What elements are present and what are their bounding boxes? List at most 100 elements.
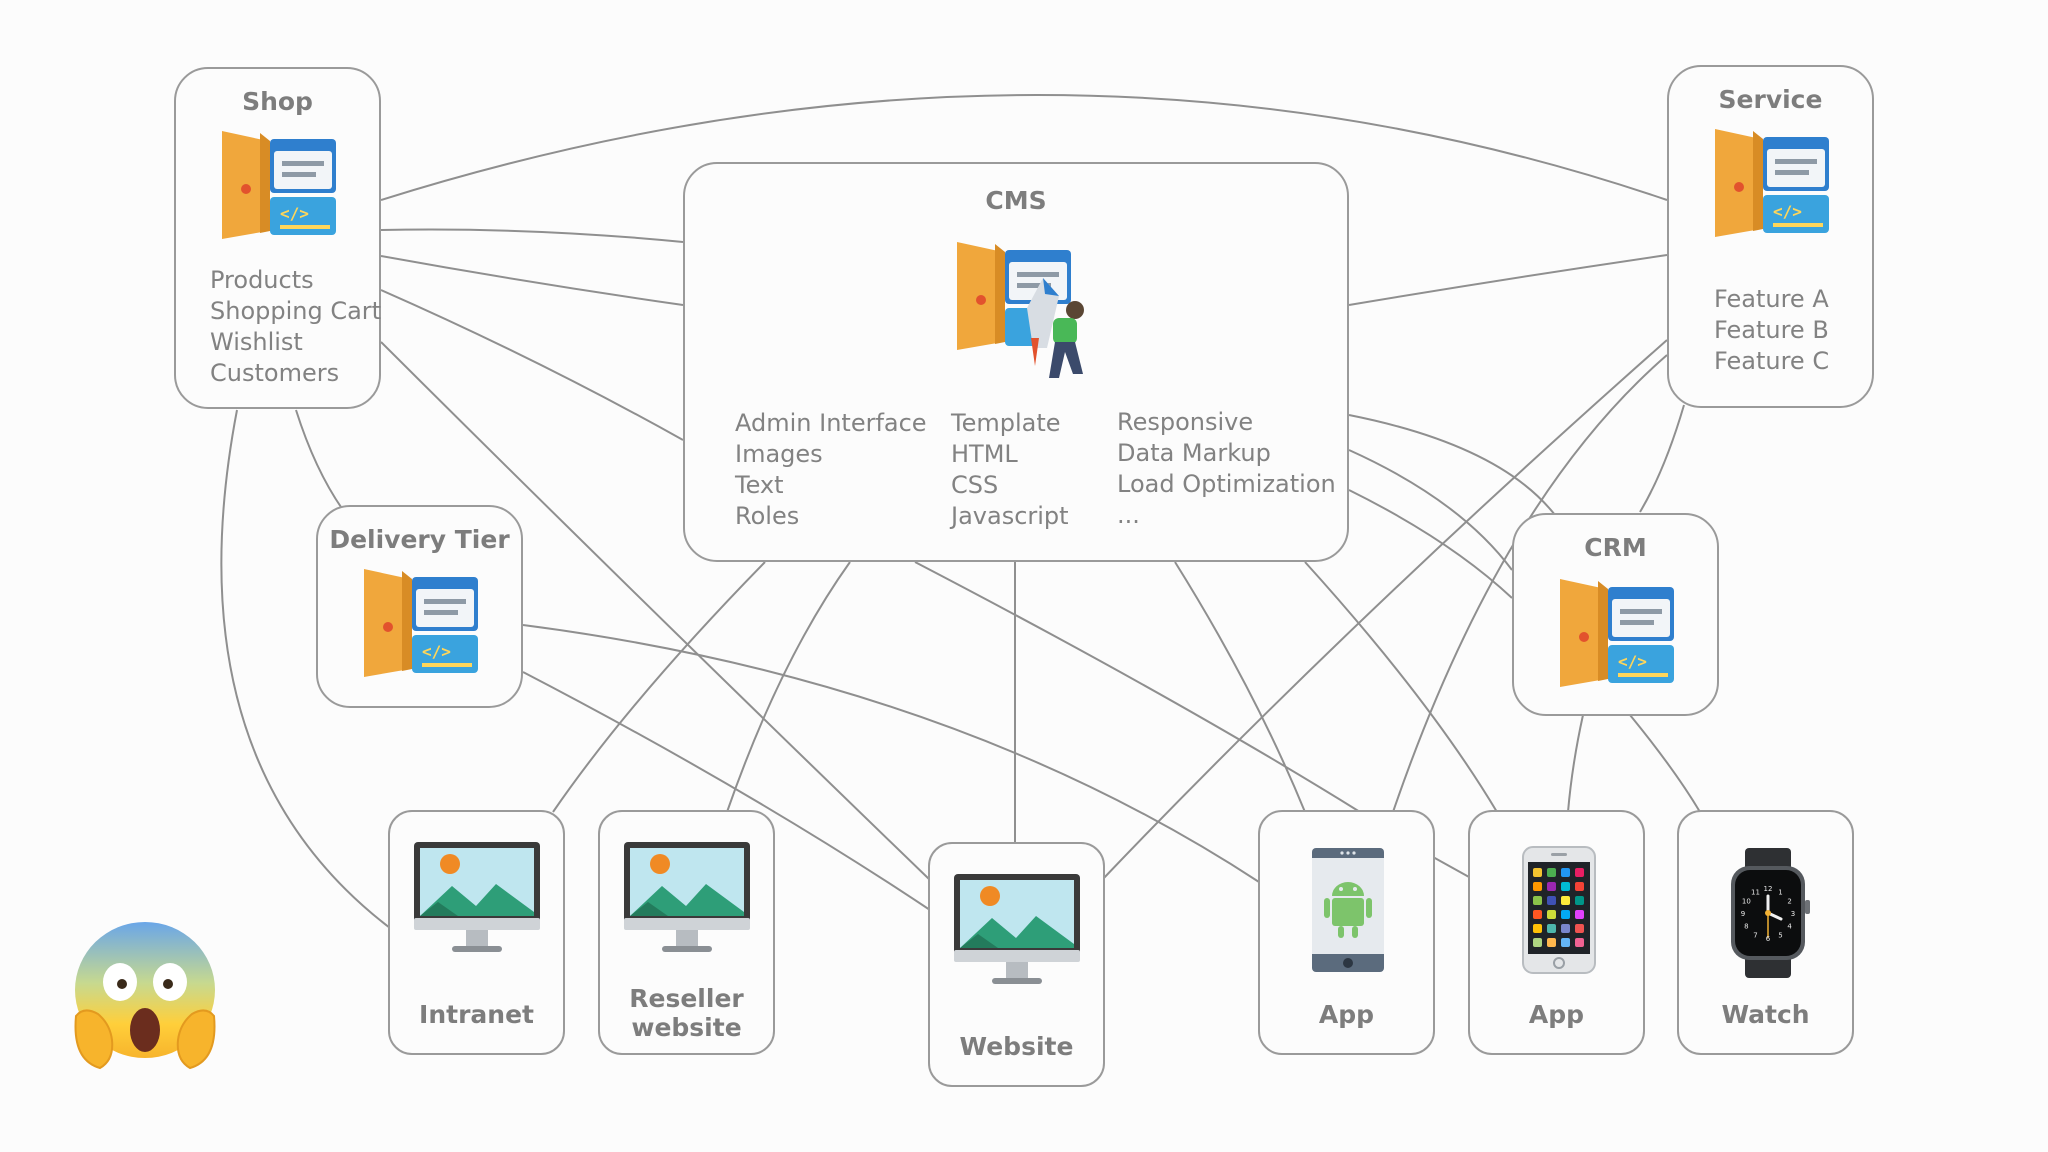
svg-text:8: 8	[1744, 923, 1748, 931]
reseller-label-line1: Reseller	[629, 984, 744, 1013]
shop-node[interactable]: Shop </> Products Shopping Cart Wishlist…	[174, 67, 381, 409]
edge-shop-intranet	[220, 409, 391, 929]
app-android-label: App	[1318, 1000, 1375, 1029]
service-node[interactable]: Service </> Feature A Feature B Feature …	[1667, 65, 1874, 408]
website-node[interactable]: Website	[928, 842, 1105, 1087]
website-label: Website	[959, 1032, 1074, 1061]
list-item: CSS	[951, 471, 999, 499]
edge-shop-delivery	[295, 409, 344, 511]
rocket-person-module-icon	[957, 242, 1084, 378]
edge-shop-cms-1	[380, 228, 684, 243]
cms-col-template: Template HTML CSS Javascript	[951, 408, 1069, 532]
cms-title: CMS	[985, 186, 1047, 215]
service-items: Feature A Feature B Feature C	[1714, 284, 1829, 377]
list-item: Feature B	[1714, 316, 1829, 344]
app-ios-label: App	[1528, 1000, 1585, 1029]
edge-cms-crm-1	[1348, 414, 1556, 516]
svg-text:5: 5	[1778, 932, 1782, 940]
cms-node[interactable]: CMS Admin Interface Images Text Roles Te…	[683, 162, 1349, 562]
edge-cms-crm-2	[1348, 449, 1513, 571]
svg-text:</>: </>	[422, 642, 451, 661]
edge-delivery-app-android	[522, 624, 1260, 883]
list-item: Shopping Cart	[210, 297, 382, 325]
edge-cms-app-android	[914, 561, 1361, 813]
list-item: ...	[1117, 501, 1140, 529]
reseller-label-line2: website	[631, 1013, 742, 1042]
edge-cms-intranet	[552, 561, 766, 813]
reseller-website-node[interactable]: Reseller website	[598, 810, 775, 1055]
screaming-face-emoji-icon	[74, 922, 216, 1070]
shop-title: Shop	[242, 87, 313, 116]
list-item: Load Optimization	[1117, 470, 1336, 498]
svg-text:10: 10	[1742, 898, 1751, 906]
list-item: Customers	[210, 359, 340, 387]
edge-cms-watch	[1304, 561, 1498, 813]
edge-shop-cms-2	[380, 255, 684, 306]
edge-service-website	[1101, 339, 1668, 881]
svg-text:2: 2	[1787, 898, 1791, 906]
svg-text:11: 11	[1751, 888, 1760, 896]
app-android-node[interactable]: App	[1258, 810, 1435, 1055]
list-item: Template	[951, 409, 1061, 437]
list-item: Images	[735, 440, 823, 468]
app-ios-node[interactable]: App	[1468, 810, 1645, 1055]
svg-text:</>: </>	[280, 204, 309, 223]
edge-crm-app-ios	[1567, 714, 1584, 813]
edge-shop-website	[380, 341, 931, 881]
list-item: Responsive	[1117, 408, 1254, 436]
reseller-website-label: Reseller website	[600, 984, 773, 1042]
door-window-module-icon: </>	[1560, 579, 1674, 687]
cms-col-responsive: Responsive Data Markup Load Optimization…	[1117, 407, 1336, 531]
svg-text:9: 9	[1741, 910, 1745, 918]
cms-col-admin: Admin Interface Images Text Roles	[735, 408, 927, 532]
desktop-monitor-icon	[624, 842, 750, 952]
delivery-tier-node[interactable]: Delivery Tier </>	[316, 505, 523, 708]
list-item: Feature C	[1714, 347, 1830, 375]
watch-label: Watch	[1721, 1000, 1810, 1029]
service-title: Service	[1718, 85, 1823, 114]
edge-cms-app-ios	[1174, 561, 1306, 813]
svg-text:4: 4	[1787, 923, 1792, 931]
intranet-node[interactable]: Intranet	[388, 810, 565, 1055]
android-phone-icon	[1312, 848, 1384, 972]
edge-shop-service	[380, 94, 1668, 201]
list-item: Admin Interface	[735, 409, 927, 437]
edge-shop-cms-3	[380, 289, 684, 441]
list-item: Products	[210, 266, 314, 294]
shop-items: Products Shopping Cart Wishlist Customer…	[210, 265, 381, 389]
iphone-icon	[1522, 846, 1596, 974]
edge-cms-reseller	[726, 561, 851, 813]
svg-text:</>: </>	[1773, 202, 1802, 221]
svg-text:7: 7	[1753, 932, 1757, 940]
list-item: HTML	[951, 440, 1018, 468]
svg-text:6: 6	[1766, 935, 1771, 943]
desktop-monitor-icon	[954, 874, 1080, 984]
edge-cms-crm-3	[1348, 489, 1513, 599]
delivery-tier-title: Delivery Tier	[329, 525, 510, 554]
svg-text:3: 3	[1791, 910, 1795, 918]
list-item: Text	[735, 471, 784, 499]
list-item: Feature A	[1714, 285, 1829, 313]
svg-text:</>: </>	[1618, 652, 1647, 671]
list-item: Javascript	[951, 502, 1069, 530]
crm-title: CRM	[1584, 533, 1647, 562]
edge-delivery-website	[522, 671, 931, 911]
edge-crm-watch	[1629, 714, 1701, 813]
list-item: Roles	[735, 502, 800, 530]
edge-cms-service	[1348, 254, 1668, 306]
list-item: Data Markup	[1117, 439, 1271, 467]
door-window-module-icon: </>	[1715, 129, 1829, 237]
door-window-module-icon: </>	[222, 131, 336, 239]
edge-service-crm	[1639, 404, 1685, 513]
desktop-monitor-icon	[414, 842, 540, 952]
svg-text:1: 1	[1778, 888, 1782, 896]
door-window-module-icon: </>	[364, 569, 478, 677]
intranet-label: Intranet	[419, 1000, 534, 1029]
list-item: Wishlist	[210, 328, 303, 356]
svg-text:12: 12	[1764, 885, 1773, 893]
crm-node[interactable]: CRM </>	[1512, 513, 1719, 716]
edge-app-android-app-ios	[1432, 856, 1470, 878]
